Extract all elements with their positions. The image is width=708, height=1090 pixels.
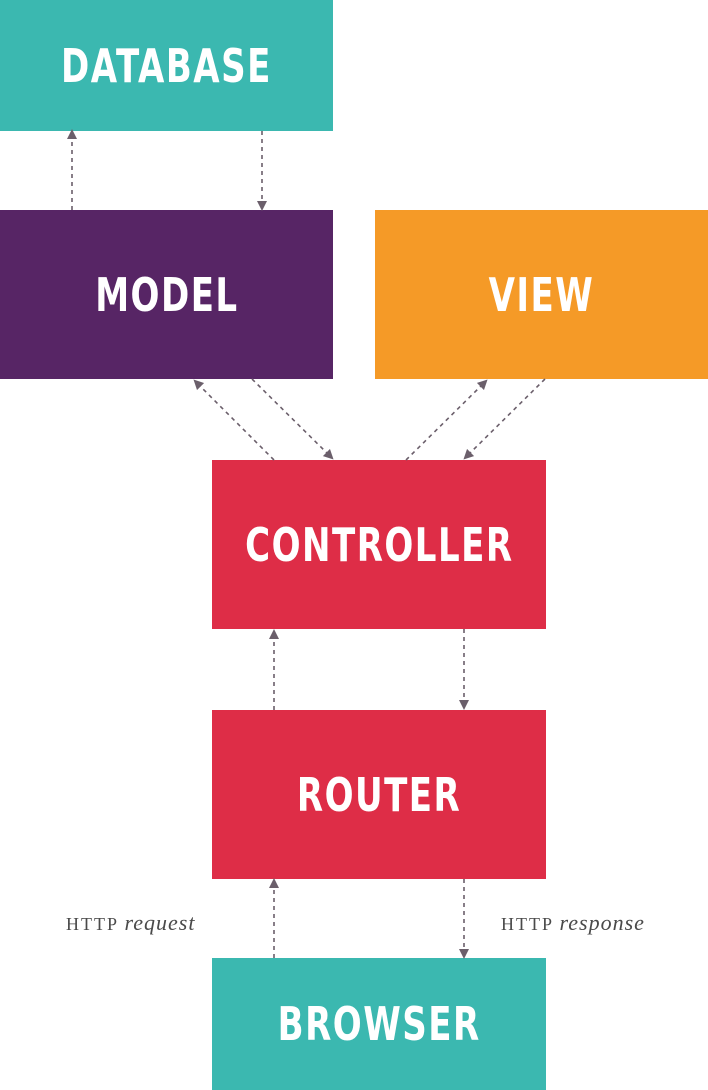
router-label: ROUTER <box>296 767 462 822</box>
view-node: VIEW <box>375 210 708 379</box>
database-label: DATABASE <box>61 38 272 93</box>
http-request-label: HTTP request <box>66 910 195 936</box>
router-node: ROUTER <box>212 710 546 879</box>
http-response-word: response <box>559 910 645 935</box>
model-label: MODEL <box>94 267 239 322</box>
http-request-prefix: HTTP <box>66 914 119 934</box>
edge-controller-to-view <box>405 379 488 461</box>
browser-label: BROWSER <box>277 997 481 1051</box>
controller-node: CONTROLLER <box>212 460 546 629</box>
http-request-word: request <box>124 910 196 935</box>
edge-model-to-controller <box>251 378 334 460</box>
controller-label: CONTROLLER <box>244 517 514 572</box>
http-response-label: HTTP response <box>501 910 645 936</box>
edge-controller-to-model <box>193 379 275 461</box>
database-node: DATABASE <box>0 0 333 131</box>
browser-node: BROWSER <box>212 958 546 1090</box>
http-response-prefix: HTTP <box>501 914 554 934</box>
edge-view-to-controller <box>463 378 546 460</box>
model-node: MODEL <box>0 210 333 379</box>
view-label: VIEW <box>488 267 595 322</box>
